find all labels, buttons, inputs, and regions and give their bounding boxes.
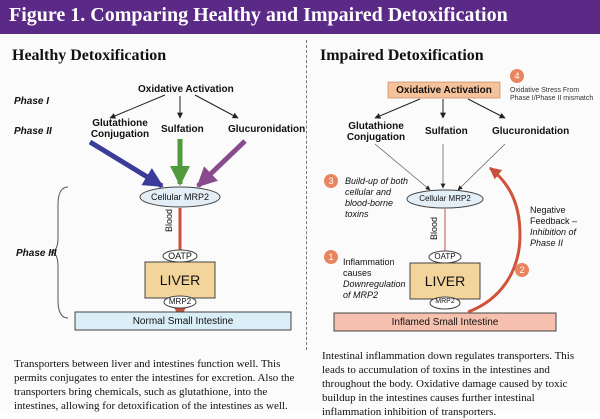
oxidative-box [387, 81, 501, 99]
r-conjugation-label-2: Conjugation [346, 132, 406, 143]
r-liver-label: LIVER [424, 273, 466, 289]
num-1-circle [324, 250, 338, 264]
stress-label-1: Oxidative Stress From [510, 87, 580, 94]
panel-divider [306, 40, 307, 350]
figure-header: Figure 1. Comparing Healthy and Impaired… [0, 0, 600, 34]
healthy-caption: Transporters between liver and intestine… [14, 358, 295, 412]
r-arrow-to-glucuronidation [467, 98, 506, 119]
buildup-label-3: blood-borne [345, 198, 394, 208]
phase1-label: Phase I [14, 96, 50, 107]
buildup-label-1: Build-up of both [345, 176, 409, 186]
num-4-circle [510, 69, 524, 83]
phase2-label: Phase II [14, 126, 52, 137]
arrow-glucuronidation-to-liver [196, 139, 247, 188]
buildup-label-2: cellular and [345, 187, 392, 197]
phase3-label: Phase III [16, 248, 57, 259]
impaired-caption: Intestinal inflammation down regulates t… [322, 350, 575, 418]
r-sulfation-label: Sulfation [425, 126, 468, 137]
r-conjugation-label-1: Glutathione [348, 121, 404, 132]
cellular-mrp2-label: Cellular MRP2 [150, 192, 210, 202]
r-liver-box [409, 262, 481, 300]
r-intestine-box [333, 312, 557, 332]
num-1-label: 1 [328, 252, 334, 262]
mrp2-label: MRP2 [168, 297, 192, 306]
r-cellular-mrp2-label: Cellular MRP2 [419, 194, 471, 203]
blood-label: Blood [164, 208, 174, 232]
oatp-label: OATP [168, 251, 192, 261]
r-glucuronidation-label: Glucuronidation [492, 126, 570, 137]
oxidative-activation-label: Oxidative Activation [138, 84, 234, 95]
num-2-circle [515, 263, 529, 277]
intestine-label: Normal Small Intestine [132, 316, 234, 327]
inflammation-label-4: of MRP2 [343, 290, 379, 300]
r-conjugation-to-liver [374, 143, 431, 191]
arrow-conjugation-to-liver [88, 139, 164, 189]
r-blood-label: Blood [429, 216, 439, 240]
inflammation-label-3: Downregulation [343, 279, 406, 289]
impaired-title: Impaired Detoxification [320, 47, 484, 64]
inflammation-label-1: Inflammation [343, 257, 395, 267]
intestine-box [74, 311, 292, 331]
arrow-to-conjugation [109, 94, 166, 119]
r-arrow-to-conjugation [374, 98, 421, 119]
r-intestine-label: Inflamed Small Intestine [391, 317, 499, 328]
inflammation-label-2: causes [343, 268, 372, 278]
negative-feedback-label-2: Feedback – [530, 216, 578, 226]
num-4-label: 4 [514, 71, 520, 81]
buildup-label-4: toxins [345, 209, 369, 219]
feedback-arrow [467, 166, 522, 314]
num-3-label: 3 [328, 176, 334, 186]
negative-feedback-label-3: Inhibition of [530, 227, 577, 237]
figure-title: Figure 1. Comparing Healthy and Impaired… [9, 4, 508, 26]
arrow-to-glucuronidation [194, 94, 239, 119]
num-2-label: 2 [519, 265, 525, 275]
liver-label: LIVER [159, 272, 201, 288]
r-mrp2-ellipse [429, 296, 461, 310]
negative-feedback-label-1: Negative [530, 205, 566, 215]
num-3-circle [324, 174, 338, 188]
glucuronidation-label: Glucuronidation [228, 124, 306, 135]
negative-feedback-label-4: Phase II [530, 238, 564, 248]
mrp2-ellipse [163, 295, 197, 309]
conjugation-label-2: Conjugation [90, 129, 150, 140]
sulfation-label: Sulfation [161, 124, 204, 135]
conjugation-label-1: Glutathione [92, 118, 148, 129]
r-oxidative-activation-label: Oxidative Activation [396, 85, 492, 96]
stress-label-2: Phase I/Phase II mismatch [510, 95, 594, 102]
r-oatp-label: OATP [434, 252, 456, 261]
r-cellular-mrp2-ellipse [406, 189, 484, 209]
r-glucuronidation-to-liver [457, 143, 506, 191]
r-mrp2-label: MRP2 [435, 298, 455, 305]
cellular-mrp2-ellipse [139, 186, 221, 208]
phase3-bracket [49, 186, 69, 319]
healthy-title: Healthy Detoxification [12, 47, 167, 64]
